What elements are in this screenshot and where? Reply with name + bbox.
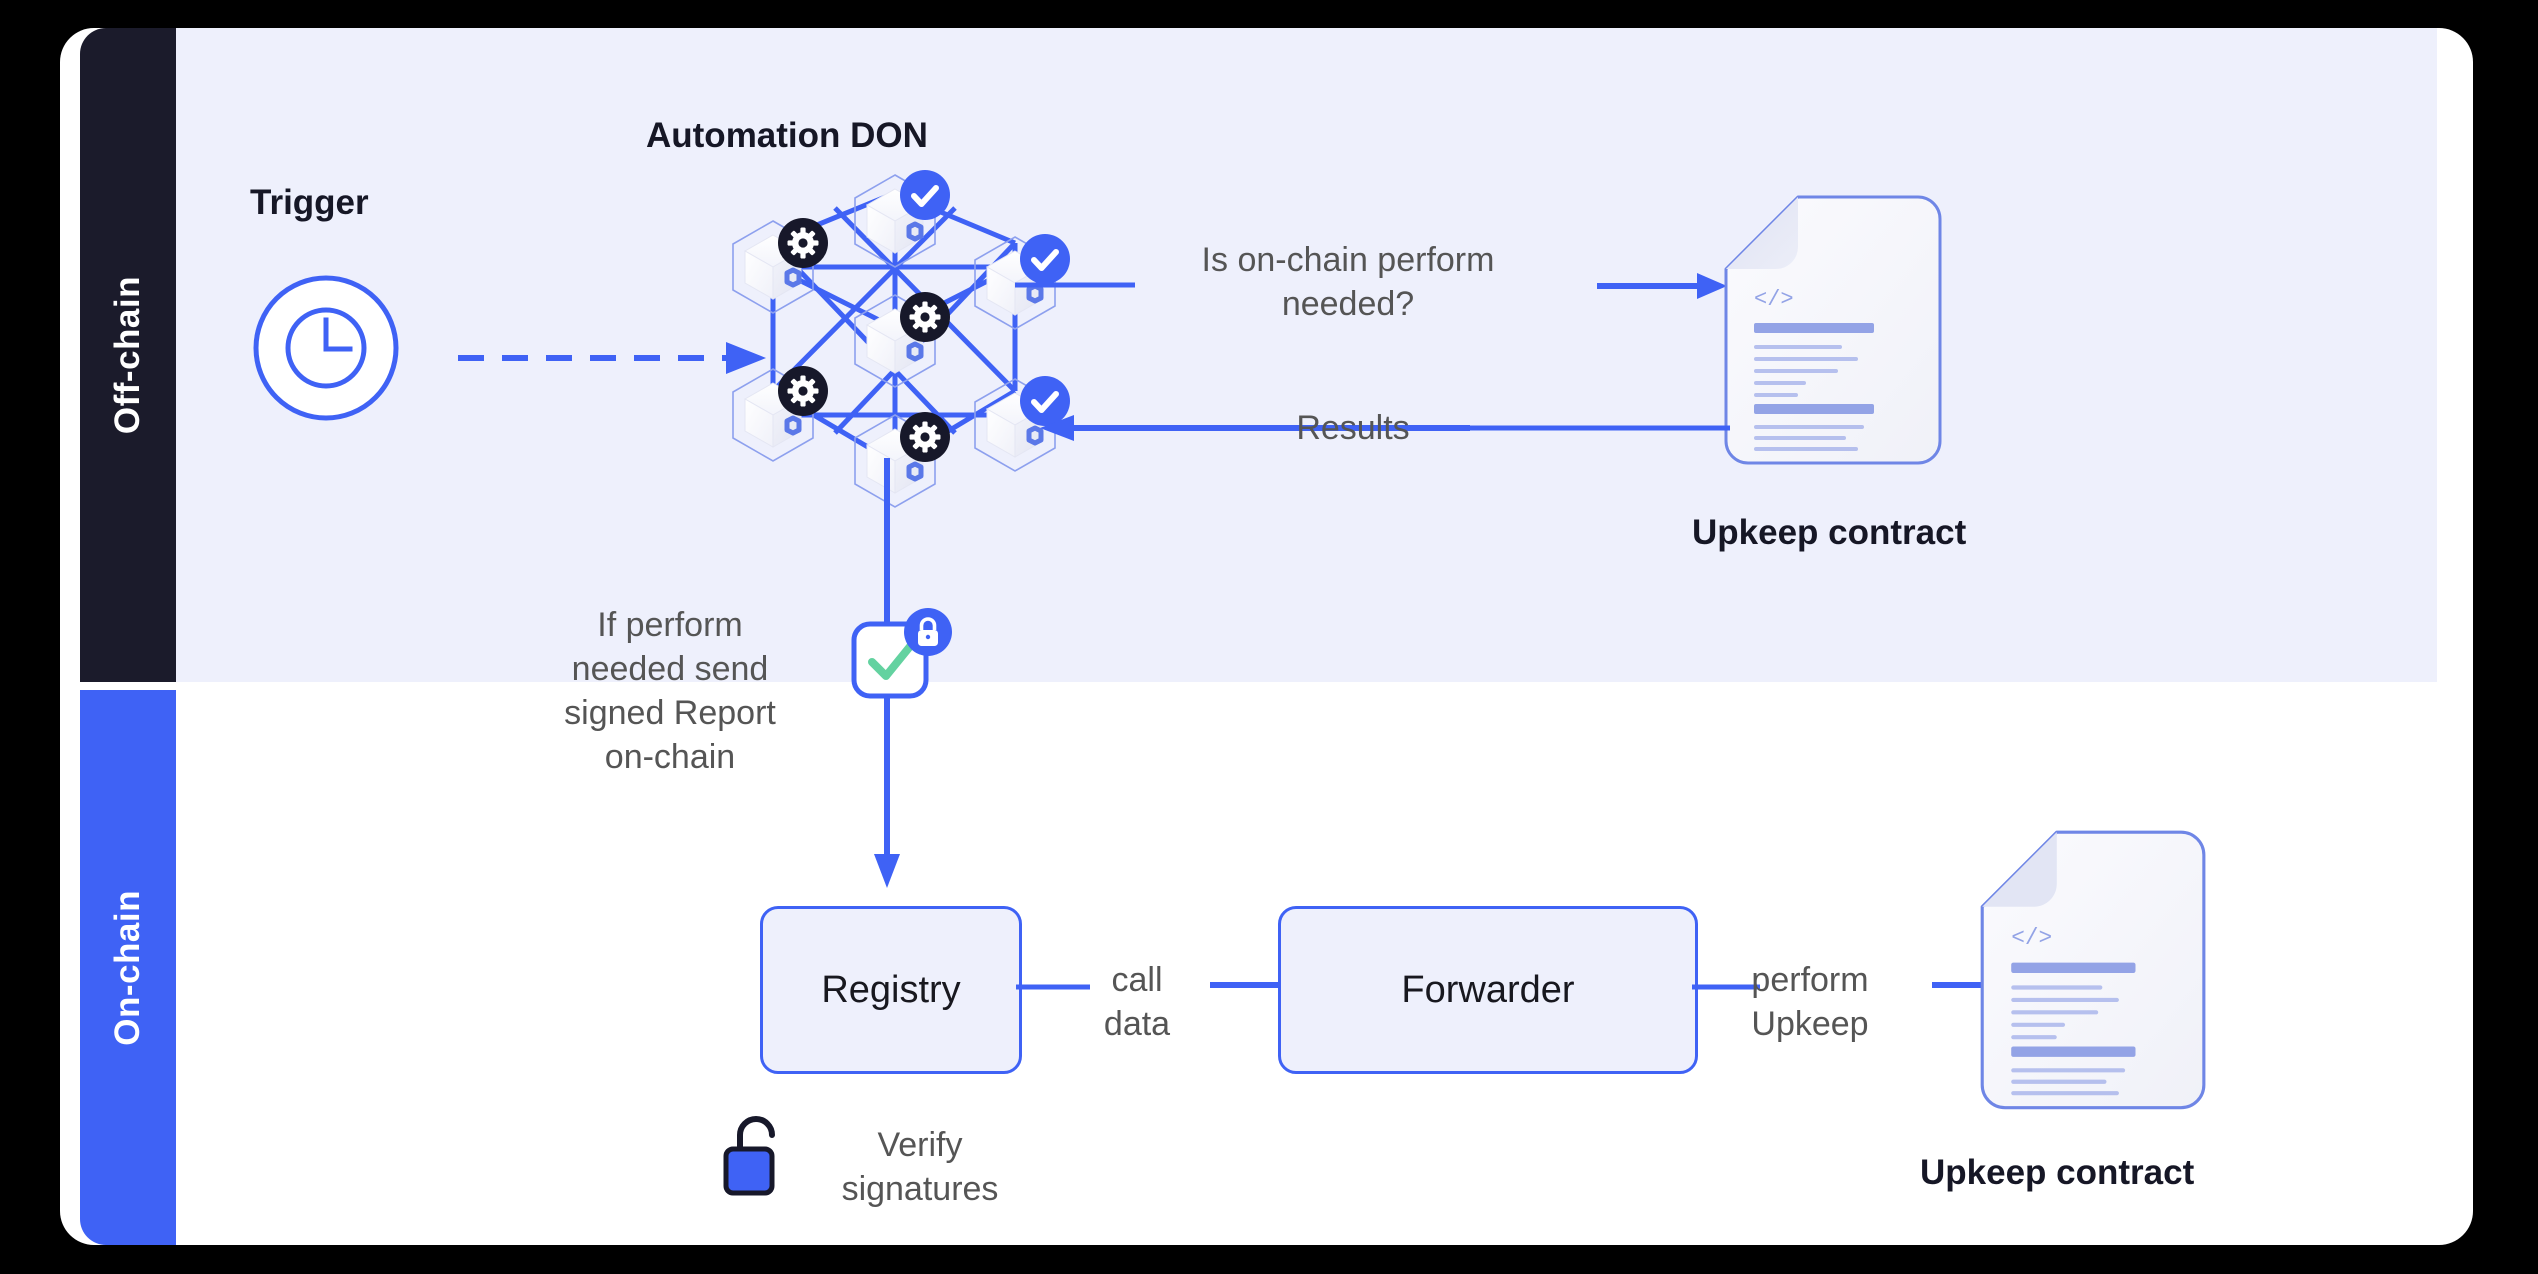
arrow-trigger-to-don <box>458 338 778 378</box>
forwarder-box[interactable]: Forwarder <box>1278 906 1698 1074</box>
svg-text:</>: </> <box>2011 925 2052 951</box>
arrow-results-to-don <box>1040 413 1470 443</box>
lock-closed-icon <box>904 608 952 656</box>
node-badge-check-upper-right <box>1020 234 1070 284</box>
call-data-label: call data <box>1103 961 1171 1043</box>
line-registry-to-calldata <box>1016 982 1090 992</box>
perform-upkeep-label: perform Upkeep <box>1751 961 1869 1043</box>
rail-on-chain-label: On-chain <box>108 889 147 1046</box>
registry-label: Registry <box>821 968 961 1011</box>
line-don-to-query <box>1015 280 1135 290</box>
upkeep-contract-icon-offchain: </> <box>1722 193 1942 473</box>
forwarder-label: Forwarder <box>1401 968 1575 1011</box>
rail-off-chain: Off-chain <box>80 28 176 682</box>
automation-don-title: Automation DON <box>646 116 928 155</box>
query-label: Is on-chain perform needed? <box>1201 241 1495 323</box>
upkeep-contract-label-onchain: Upkeep contract <box>1920 1153 2195 1192</box>
trigger-label: Trigger <box>250 183 369 222</box>
upkeep-contract-icon-onchain: </> <box>1977 828 2207 1118</box>
verify-signatures-label: Verify signatures <box>841 1126 999 1208</box>
node-badge-gear-center <box>900 292 950 342</box>
signed-report-badge <box>850 608 960 700</box>
trigger-clock-icon <box>246 268 406 428</box>
automation-don-network <box>715 163 1075 543</box>
lock-open-icon <box>720 1113 792 1199</box>
node-badge-gear-upper-left <box>778 218 828 268</box>
report-note: If perform needed send signed Report on-… <box>564 606 776 776</box>
line-contract-to-results <box>1468 423 1730 433</box>
arrow-query-to-contract <box>1597 271 1727 301</box>
node-badge-gear-lower-left <box>778 366 828 416</box>
line-forwarder-to-perform <box>1692 982 1760 992</box>
rail-on-chain: On-chain <box>80 690 176 1245</box>
rail-off-chain-label: Off-chain <box>108 275 147 435</box>
node-badge-check-top <box>900 170 950 220</box>
results-label: Results <box>1296 409 1410 447</box>
svg-text:</>: </> <box>1754 287 1794 312</box>
node-badge-gear-bottom <box>900 412 950 462</box>
diagram-card: Off-chain On-chain Trigger Automation DO… <box>60 28 2473 1245</box>
upkeep-contract-label-offchain: Upkeep contract <box>1692 513 1967 552</box>
registry-box[interactable]: Registry <box>760 906 1022 1074</box>
